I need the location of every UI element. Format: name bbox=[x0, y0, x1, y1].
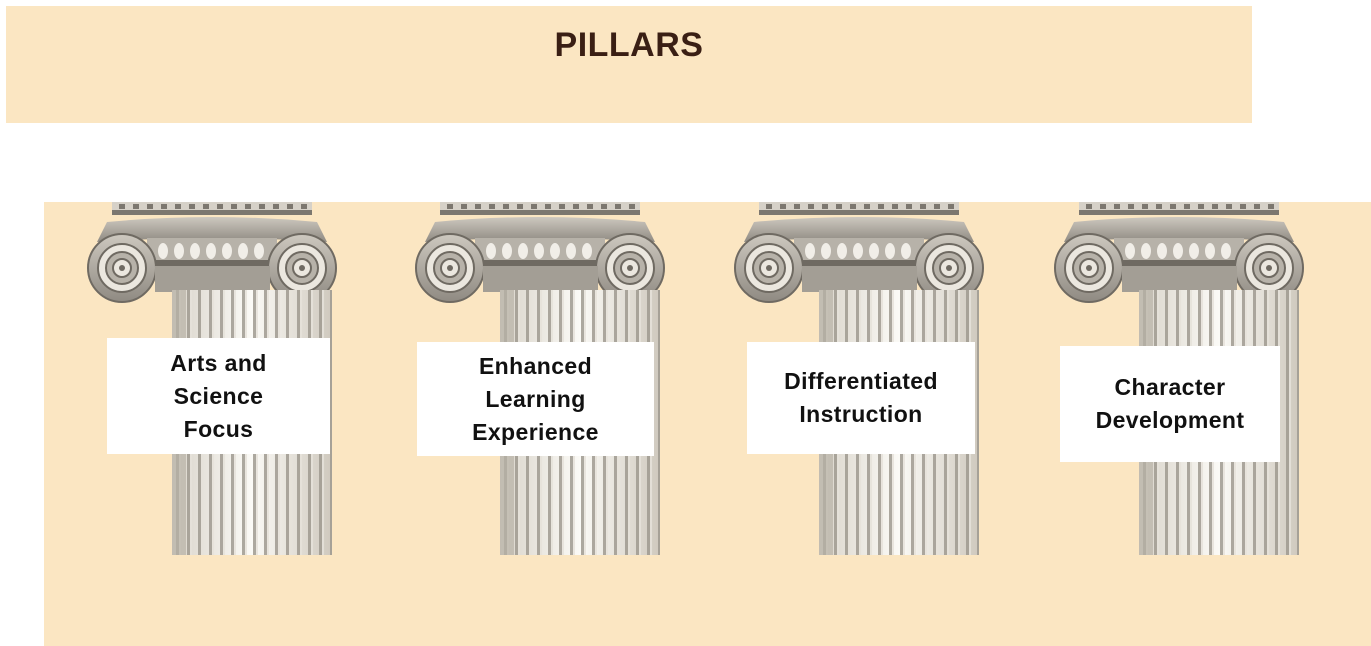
page-title: PILLARS bbox=[554, 26, 704, 64]
pillar-1-label: Arts and Science Focus bbox=[107, 338, 330, 454]
pillar-3-label: Differentiated Instruction bbox=[747, 342, 975, 454]
pillar-2-label: Enhanced Learning Experience bbox=[417, 342, 654, 456]
pillar-4-label: Character Development bbox=[1060, 346, 1280, 462]
title-banner: PILLARS bbox=[6, 6, 1252, 123]
pillars-panel: Arts and Science Focus Enhanced Learning… bbox=[44, 202, 1371, 646]
